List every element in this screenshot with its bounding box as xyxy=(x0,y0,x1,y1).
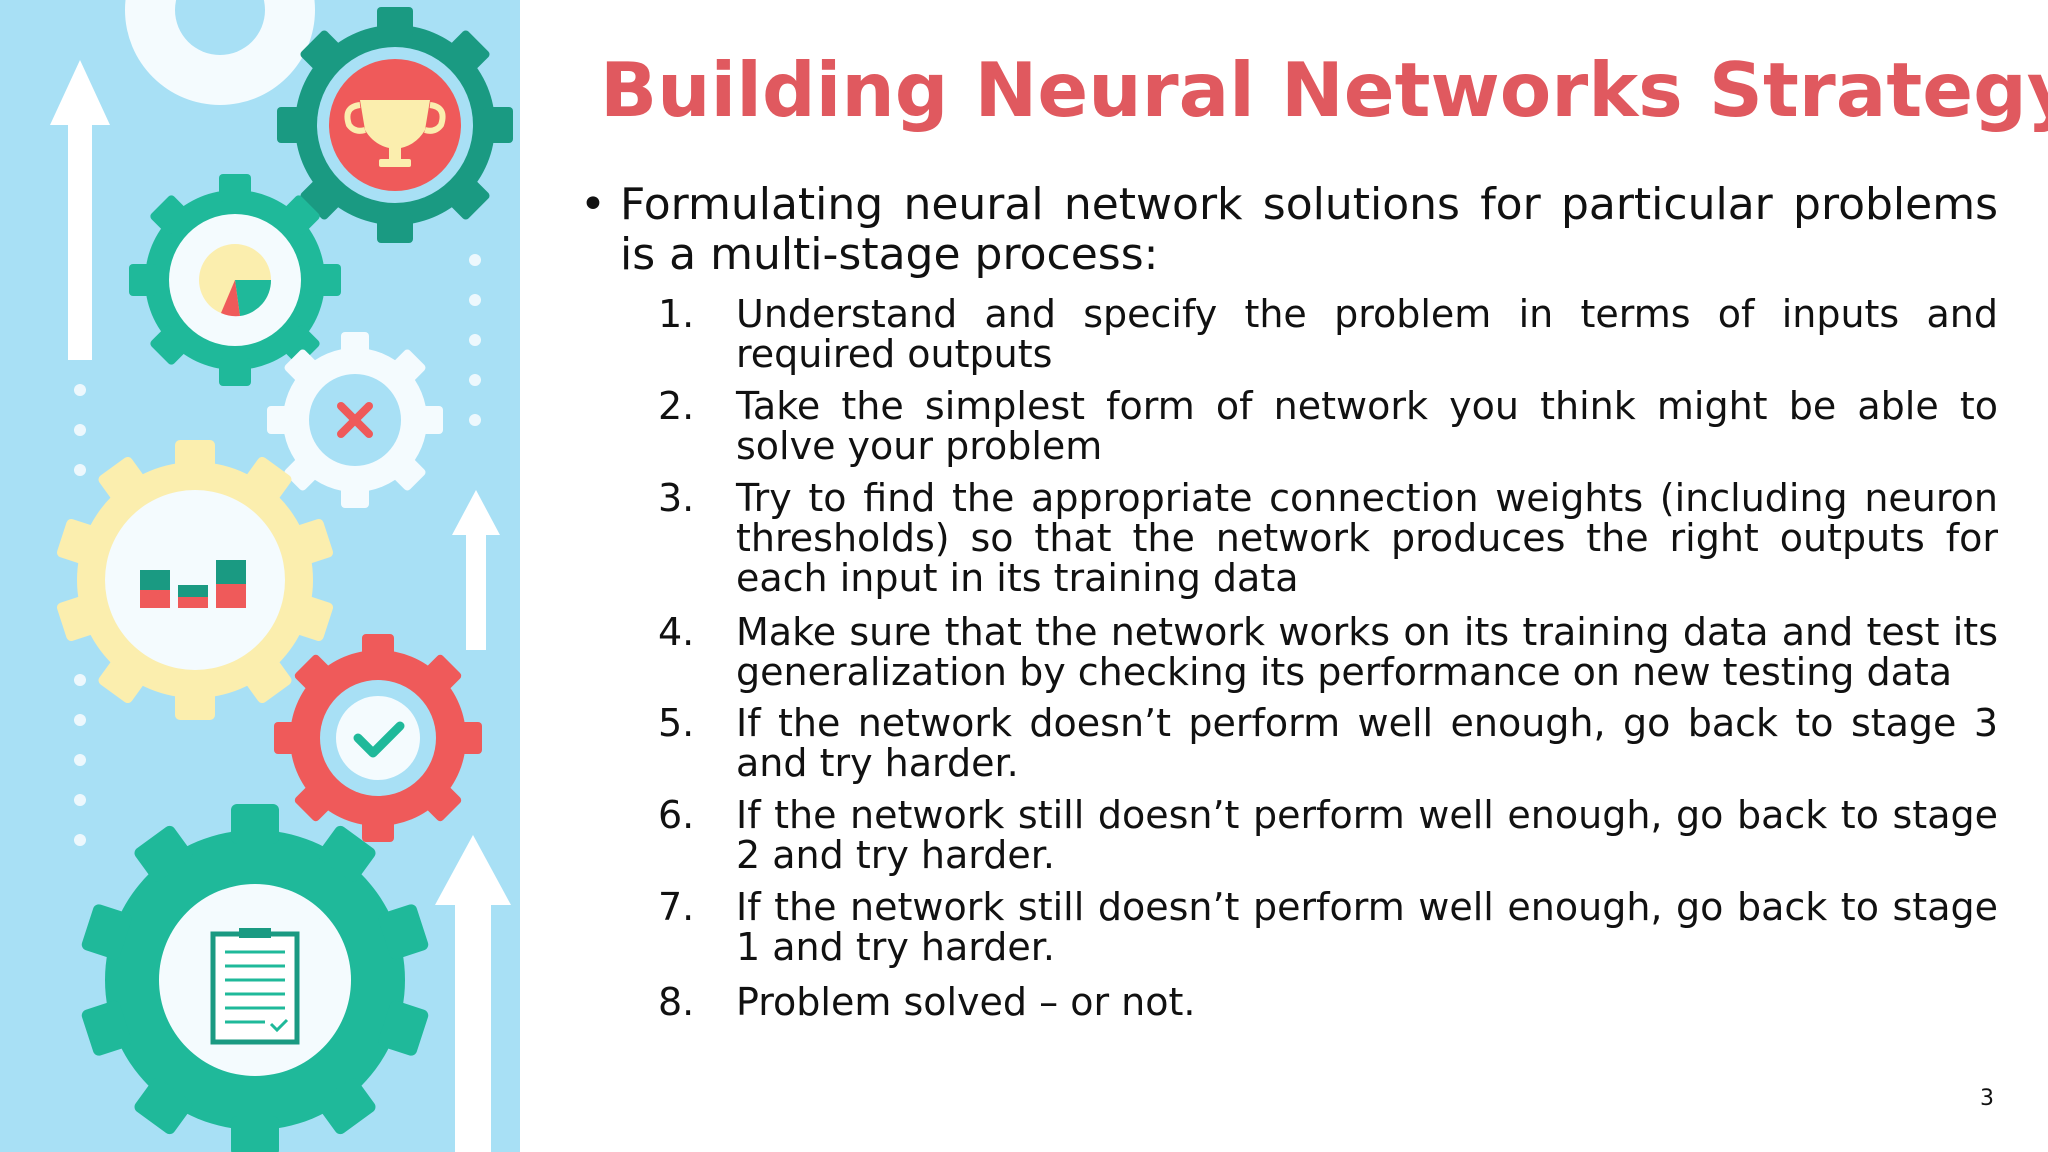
trophy-gear xyxy=(277,7,513,243)
arrow-up-icon xyxy=(452,490,500,650)
step-number: 5. xyxy=(658,701,695,745)
arrow-up-icon xyxy=(435,835,511,1152)
gears-illustration xyxy=(50,0,513,1152)
step-text: If the network doesn’t perform well enou… xyxy=(736,701,1998,785)
bar-chart-icon xyxy=(140,560,246,608)
step-text: Make sure that the network works on its … xyxy=(736,610,1998,694)
step-number: 6. xyxy=(658,793,695,837)
step-number: 1. xyxy=(658,292,695,336)
page-number: 3 xyxy=(1980,1086,1994,1111)
step-number: 7. xyxy=(658,885,695,929)
clipboard-icon xyxy=(210,928,300,1045)
step-number: 3. xyxy=(658,476,695,520)
step-text: Try to find the appropriate connection w… xyxy=(736,476,1998,600)
step-text: Understand and specify the problem in te… xyxy=(736,292,1998,376)
step-text: If the network still doesn’t perform wel… xyxy=(736,885,1998,969)
pie-chart-icon xyxy=(199,244,272,317)
checkmark-icon xyxy=(353,721,405,758)
slide-title: Building Neural Networks Strategy xyxy=(600,46,2048,134)
step-number: 4. xyxy=(658,610,695,654)
step-text: Take the simplest form of network you th… xyxy=(736,384,1998,468)
trophy-icon xyxy=(344,100,446,167)
bullet-marker: • xyxy=(580,179,606,230)
step-text: Problem solved – or not. xyxy=(736,980,1196,1024)
close-icon xyxy=(337,402,373,438)
decorative-gear-panel xyxy=(0,0,520,1152)
step-text: If the network still doesn’t perform wel… xyxy=(736,793,1998,877)
pie-chart-gear xyxy=(129,174,341,386)
step-number: 2. xyxy=(658,384,695,428)
checkmark-gear xyxy=(274,634,482,842)
step-number: 8. xyxy=(658,980,695,1024)
bullet-text: Formulating neural network solutions for… xyxy=(620,179,1998,280)
white-gear-top xyxy=(125,0,315,105)
close-gear xyxy=(267,332,443,508)
dotted-lines xyxy=(74,254,481,846)
bar-chart-gear xyxy=(56,440,334,720)
arrow-up-icon xyxy=(50,60,110,360)
clipboard-gear xyxy=(81,804,429,1152)
